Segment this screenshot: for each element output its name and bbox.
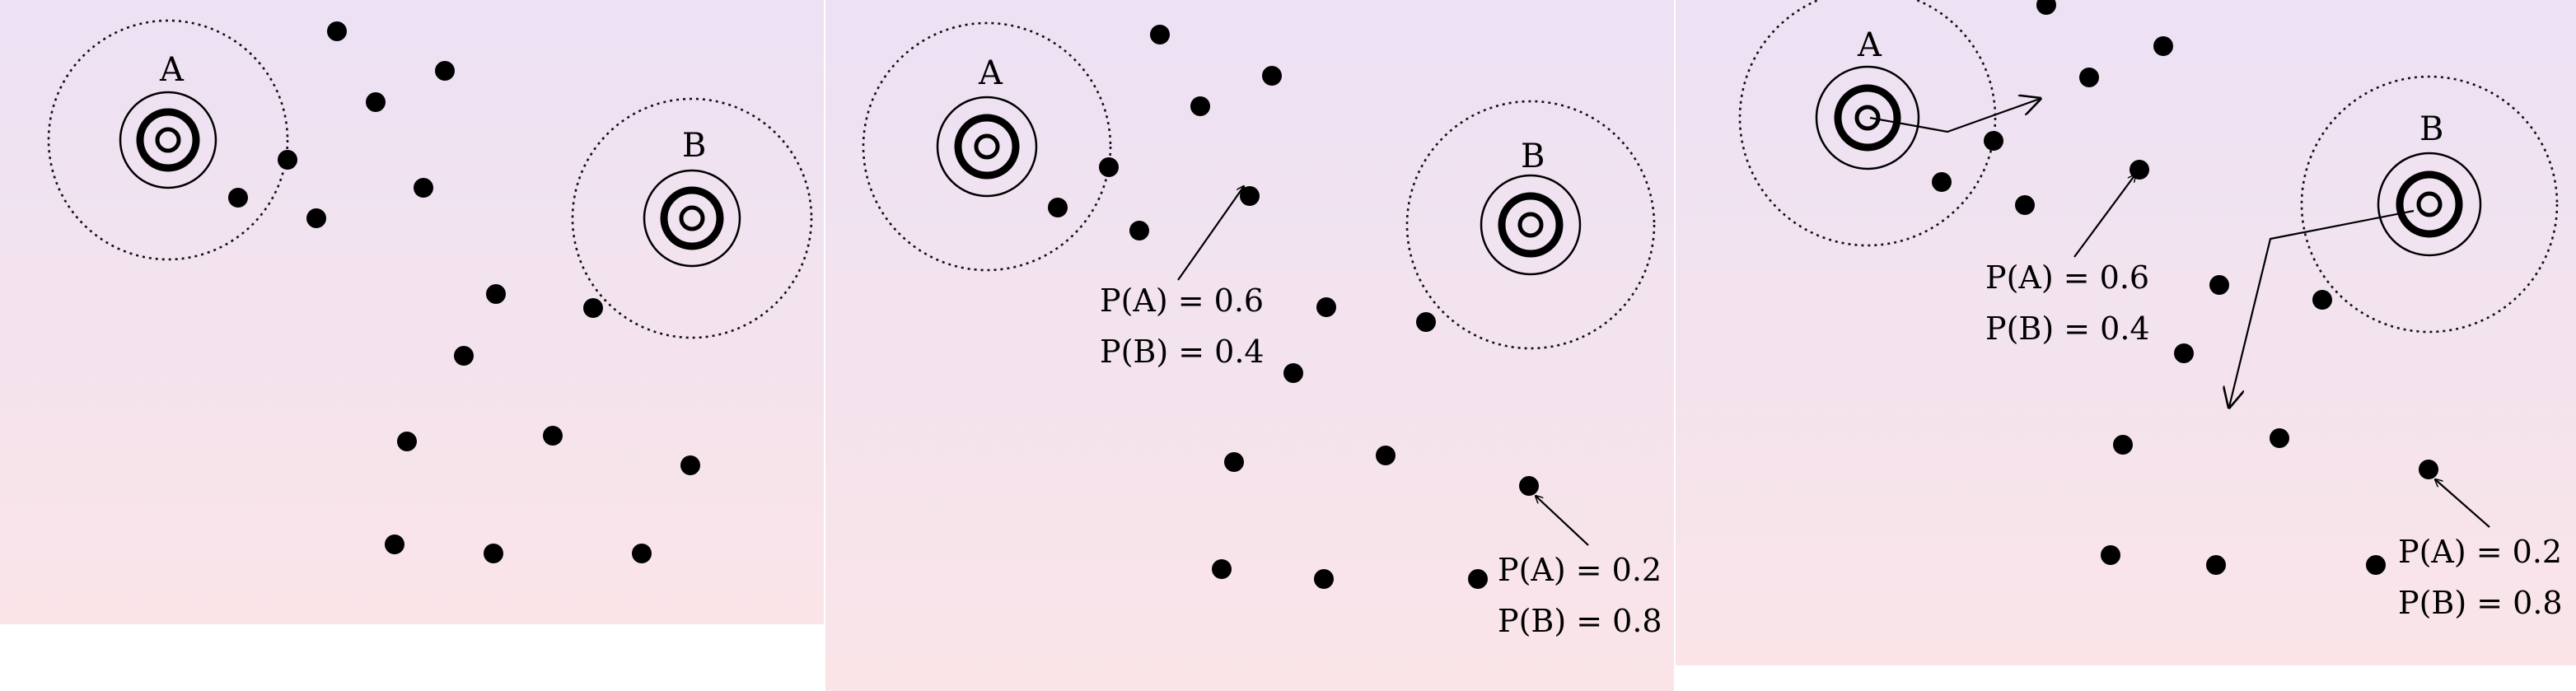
cluster-label-b: B	[682, 127, 706, 165]
data-point	[2153, 36, 2173, 56]
data-point	[454, 346, 474, 366]
prob-a-label: P(A) = 0.6	[1985, 259, 2149, 296]
data-point	[278, 150, 297, 170]
prob-a-label: P(A) = 0.2	[1498, 552, 1662, 588]
cluster-label-a: A	[1857, 26, 1882, 64]
prob-a-label: P(A) = 0.6	[1100, 282, 1264, 319]
target-icon	[119, 91, 217, 189]
data-points	[228, 21, 700, 563]
centroid-move-arrow	[2229, 209, 2415, 407]
data-point	[2113, 435, 2133, 455]
data-point	[1283, 363, 1303, 383]
data-point	[1416, 312, 1436, 332]
panel-background	[825, 0, 1674, 691]
data-point	[1224, 452, 1244, 472]
data-point	[1932, 172, 1952, 192]
data-point	[385, 535, 404, 554]
data-point	[2130, 160, 2149, 180]
probability-annotation: P(A) = 0.2 P(B) = 0.8	[1498, 496, 1662, 639]
data-point	[2174, 343, 2194, 363]
cluster-a: A	[862, 21, 1112, 272]
panel-1: A B	[0, 0, 824, 624]
data-point	[486, 284, 506, 304]
cluster-label-b: B	[2419, 110, 2443, 148]
target-icon	[643, 169, 741, 268]
cluster-radius-circle	[571, 97, 813, 339]
target-icon	[1480, 174, 1582, 276]
data-point	[228, 188, 248, 208]
data-points	[1048, 25, 1539, 589]
prob-b-label: P(B) = 0.4	[1985, 310, 2150, 347]
data-point	[2209, 275, 2229, 295]
data-point	[1984, 131, 2003, 151]
data-point	[414, 178, 433, 198]
data-point	[1129, 221, 1149, 240]
cluster-label-a: A	[978, 54, 1003, 92]
data-point	[632, 544, 652, 563]
data-point	[435, 61, 455, 81]
data-point	[327, 21, 347, 41]
panel-2: A B	[825, 0, 1674, 691]
target-icon	[1815, 65, 1920, 170]
data-point	[484, 544, 503, 563]
data-point	[2206, 555, 2226, 575]
cluster-radius-circle	[1405, 100, 1656, 350]
data-point	[1262, 66, 1282, 86]
data-point	[1099, 157, 1119, 177]
data-point	[1048, 198, 1068, 217]
data-point	[397, 432, 417, 451]
cluster-b: B	[571, 97, 813, 339]
data-point	[2015, 195, 2035, 215]
data-point	[1316, 297, 1336, 317]
cluster-label-a: A	[159, 51, 185, 89]
data-point	[2366, 555, 2386, 575]
data-point	[1468, 569, 1488, 589]
data-point	[1212, 559, 1232, 579]
probability-annotation: P(A) = 0.6 P(B) = 0.4	[1985, 175, 2150, 347]
data-point	[366, 92, 386, 112]
cluster-b: B	[2300, 75, 2559, 334]
cluster-a: A	[1738, 0, 1997, 247]
cluster-a: A	[47, 19, 289, 261]
data-point	[306, 208, 326, 228]
data-point	[2312, 290, 2332, 310]
target-icon	[936, 96, 1038, 198]
centroid-move-arrow	[1869, 99, 2040, 133]
target-icon	[2377, 152, 2482, 257]
data-point	[1519, 476, 1539, 496]
data-points	[1932, 0, 2438, 575]
data-point	[2419, 460, 2438, 479]
data-point	[2270, 428, 2289, 448]
data-point	[1150, 25, 1170, 44]
probability-annotation: P(A) = 0.2 P(B) = 0.8	[2398, 479, 2563, 621]
cluster-radius-circle	[1738, 0, 1997, 247]
cluster-label-b: B	[1521, 138, 1545, 175]
data-point	[680, 455, 700, 475]
data-point	[2079, 68, 2099, 87]
cluster-b: B	[1405, 100, 1656, 350]
prob-a-label: P(A) = 0.2	[2398, 534, 2562, 570]
cluster-radius-circle	[862, 21, 1112, 272]
data-point	[2101, 545, 2120, 565]
prob-b-label: P(B) = 0.8	[1498, 603, 1662, 639]
data-point	[1376, 446, 1396, 465]
prob-b-label: P(B) = 0.4	[1100, 334, 1265, 370]
panel-background	[0, 0, 824, 624]
data-point	[2036, 0, 2056, 15]
data-point	[1190, 96, 1210, 116]
pointer-arrow	[1177, 186, 1244, 281]
cluster-radius-circle	[2300, 75, 2559, 334]
panel-background	[1676, 0, 2576, 665]
data-point	[1314, 569, 1334, 589]
pointer-arrow	[2073, 175, 2135, 258]
data-point	[543, 426, 563, 446]
probability-annotation: P(A) = 0.6 P(B) = 0.4	[1100, 186, 1265, 370]
data-point	[583, 298, 603, 318]
prob-b-label: P(B) = 0.8	[2398, 585, 2563, 621]
cluster-radius-circle	[47, 19, 289, 261]
pointer-arrow	[1536, 496, 1589, 546]
panel-3: A B	[1676, 0, 2576, 665]
pointer-arrow	[2435, 479, 2490, 528]
